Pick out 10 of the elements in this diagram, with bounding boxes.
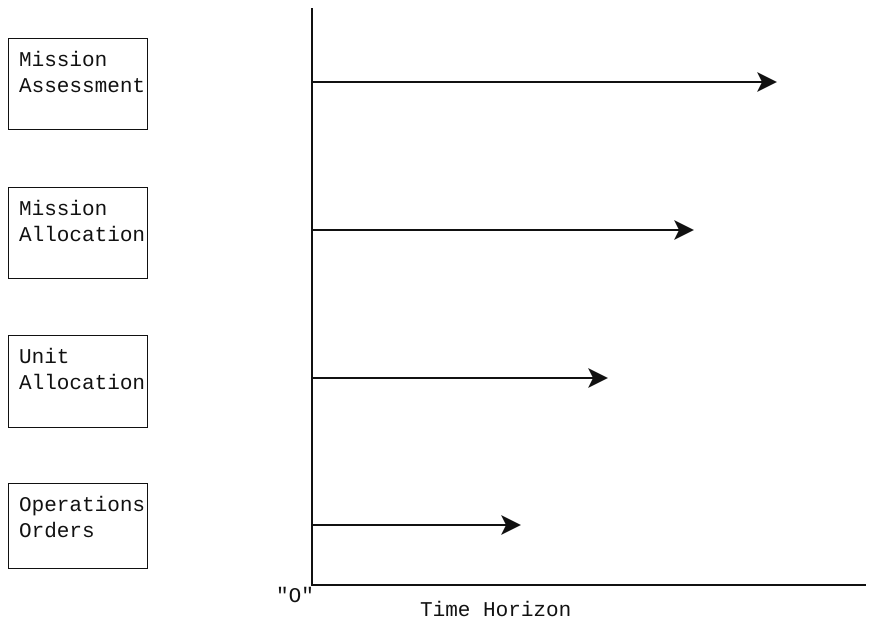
stage-label: Unit Allocation [19,346,143,398]
stage-label: Operations Orders [19,494,143,546]
stage-box [8,483,148,569]
origin-label: "O" [276,586,314,609]
stage-label: Mission Assessment [19,49,143,101]
stage-box [8,335,148,428]
stage-label: Mission Allocation [19,198,143,250]
stage-box [8,38,148,130]
stage-box [8,187,148,279]
axis-title: Time Horizon [420,600,572,623]
